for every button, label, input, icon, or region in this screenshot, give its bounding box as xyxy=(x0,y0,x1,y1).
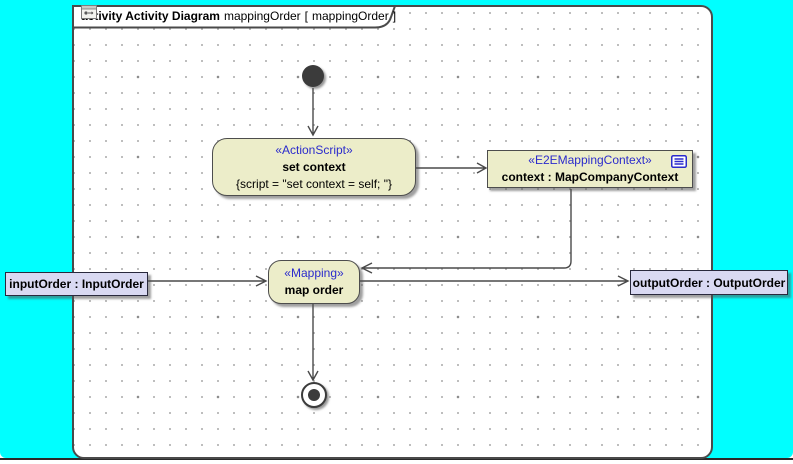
frame-title: activity Activity Diagram mappingOrder [… xyxy=(81,5,396,27)
output-order-label: outputOrder : OutputOrder xyxy=(632,275,786,290)
set-context-script: {script = "set context = self; "} xyxy=(236,176,392,191)
parameter-output-order[interactable]: outputOrder : OutputOrder xyxy=(630,270,788,295)
frame-title-bracket-close: ] xyxy=(392,9,397,23)
activity-diagram-icon xyxy=(81,5,97,19)
action-set-context[interactable]: «ActionScript» set context {script = "se… xyxy=(212,138,416,196)
set-context-name: set context xyxy=(282,159,346,174)
set-context-stereotype: «ActionScript» xyxy=(275,142,353,157)
frame-title-bracket-open: [ xyxy=(304,9,309,23)
context-name: context : MapCompanyContext xyxy=(501,170,679,184)
edge-set-context-to-context-object[interactable] xyxy=(416,162,488,174)
edge-map-order-to-output-param[interactable] xyxy=(360,275,630,287)
edge-initial-to-set-context[interactable] xyxy=(307,88,319,137)
edge-map-order-to-final[interactable] xyxy=(307,304,319,382)
context-stereotype: «E2EMappingContext» xyxy=(528,153,652,167)
frame-title-tab[interactable]: activity Activity Diagram mappingOrder [… xyxy=(72,5,402,29)
edge-context-object-to-map-order[interactable] xyxy=(360,189,572,274)
input-order-label: inputOrder : InputOrder xyxy=(9,277,144,291)
map-order-stereotype: «Mapping» xyxy=(284,266,344,280)
edge-input-param-to-map-order[interactable] xyxy=(148,275,268,287)
canvas-bottom-border xyxy=(0,458,793,460)
frame-tab-shape xyxy=(72,5,397,29)
frame-title-keyword: activity Activity Diagram xyxy=(81,9,220,23)
frame-title-ref: mappingOrder xyxy=(312,9,389,23)
frame-title-name: mappingOrder xyxy=(223,9,301,23)
context-properties-icon xyxy=(671,155,687,168)
final-node[interactable] xyxy=(301,382,327,408)
activity-frame[interactable] xyxy=(72,5,713,459)
map-order-name: map order xyxy=(284,283,344,297)
initial-node[interactable] xyxy=(302,65,324,87)
final-node-dot xyxy=(308,389,320,401)
object-node-context[interactable]: «E2EMappingContext» context : MapCompany… xyxy=(487,150,693,188)
action-map-order[interactable]: «Mapping» map order xyxy=(268,260,360,304)
parameter-input-order[interactable]: inputOrder : InputOrder xyxy=(5,272,148,296)
